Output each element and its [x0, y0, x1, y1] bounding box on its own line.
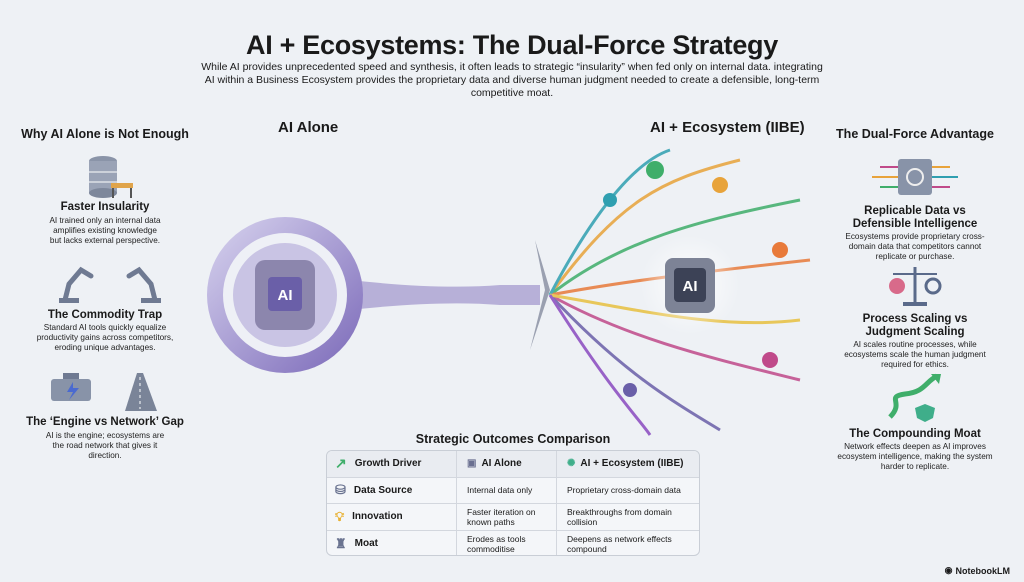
right-item-desc: Ecosystems provide proprietary cross-dom… [845, 232, 985, 261]
right-item-title: The Compounding Moat [849, 428, 981, 440]
right-heading: The Dual-Force Advantage [836, 127, 994, 141]
left-item-desc: AI is the engine; ecosystems are the roa… [45, 431, 165, 460]
right-item-title: Process Scaling vs Judgment Scaling [862, 313, 968, 338]
cell-ai-ecosystem: Deepens as network effects compound [567, 533, 672, 554]
ai-chip-text: AI [278, 287, 293, 304]
growth-chart-icon: ↗ [335, 455, 347, 472]
left-item-desc: Standard AI tools quickly equalize produ… [36, 323, 174, 352]
castle-icon: ♜ [335, 535, 347, 551]
cell-ai-alone: Internal data only [457, 477, 557, 503]
lightbulb-icon: 💡︎ [335, 508, 345, 524]
page-title: AI + Ecosystems: The Dual-Force Strategy [246, 30, 778, 60]
balance-scale-icon [889, 267, 942, 306]
row-label: Innovation [352, 511, 403, 523]
logo-text: NotebookLM [955, 565, 1011, 576]
network-icon: ✺ [567, 457, 576, 469]
table-row: 💡︎ Innovation Faster iteration on known p… [327, 504, 699, 531]
left-item-title: Faster Insularity [60, 201, 150, 213]
robot-arm-icon [59, 266, 161, 303]
cell-ai-ecosystem: Proprietary cross-domain data [567, 485, 681, 496]
header-ai-alone: AI Alone [481, 457, 522, 469]
cell-ai-ecosystem: Breakthroughs from domain collision [567, 506, 672, 527]
right-item-title: Replicable Data vs Defensible Intelligen… [852, 205, 978, 230]
cell-ai-alone: Faster iteration on known paths [457, 504, 557, 530]
header-ai-ecosystem: AI + Ecosystem (IIBE) [580, 457, 684, 469]
row-label: Moat [354, 538, 378, 550]
left-item-title: The ‘Engine vs Network’ Gap [26, 416, 184, 428]
table-row: ⛁ Data Source Internal data only Propriet… [327, 477, 699, 504]
engine-road-icon [51, 373, 157, 411]
page-subtitle: While AI provides unprecedented speed an… [201, 61, 823, 99]
row-label: Data Source [353, 484, 413, 496]
left-heading: Why AI Alone is Not Enough [21, 127, 189, 141]
comparison-table: ↗ Growth Driver ▣ AI Alone ✺ AI + Ecosystem… [326, 450, 700, 556]
right-item-desc: Network effects deepen as AI improves ec… [837, 442, 993, 471]
table-title: Strategic Outcomes Comparison [415, 432, 611, 446]
database-barrier-icon [89, 156, 133, 198]
dual-force-illustration: AI AI [207, 148, 811, 436]
ecosystem-label: AI + Ecosystem (IIBE) [650, 119, 805, 136]
cell-ai-alone: Erodes as tools commoditise [457, 530, 557, 555]
svg-text:AI: AI [683, 278, 698, 295]
ai-alone-label: AI Alone [278, 119, 339, 136]
left-item-title: The Commodity Trap [47, 309, 163, 321]
database-icon: ⛁ [335, 482, 346, 498]
notebooklm-icon: ◉ [944, 565, 953, 575]
table-header-row: ↗ Growth Driver ▣ AI Alone ✺ AI + Ecosystem… [327, 451, 699, 478]
right-item-desc: AI scales routine processes, while ecosy… [844, 340, 986, 369]
growth-arrow-icon [888, 373, 941, 422]
chip-icon: ▣ [467, 457, 477, 469]
table-row: ♜ Moat Erodes as tools commoditise Deepen… [327, 530, 699, 555]
notebooklm-logo: ◉NotebookLM [945, 565, 1010, 576]
header-growth-driver: Growth Driver [354, 458, 422, 470]
left-item-desc: AI trained only an internal data amplifi… [49, 216, 161, 245]
safe-circuit-icon [872, 159, 958, 195]
